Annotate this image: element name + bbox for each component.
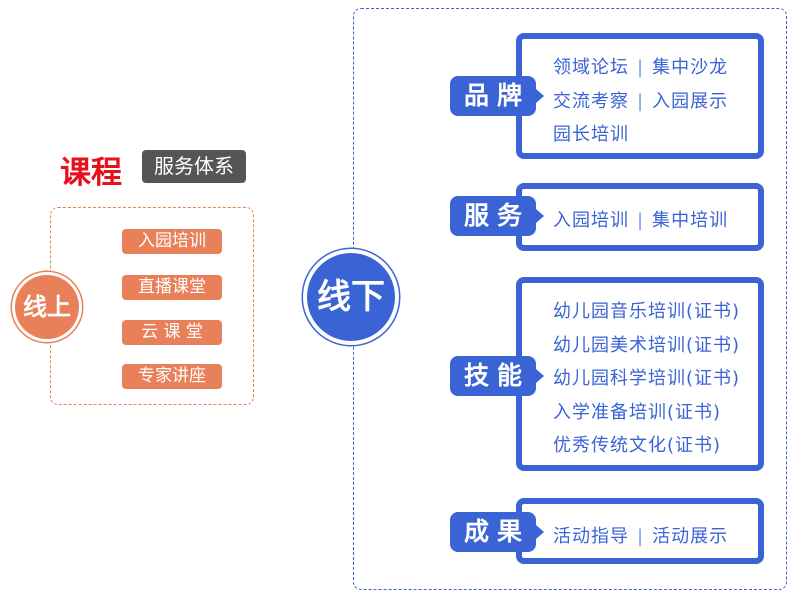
online-item: 入园培训 [122, 229, 222, 254]
online-item: 专家讲座 [122, 364, 222, 389]
separator: | [637, 210, 645, 231]
skill-line: 幼儿园科学培训(证书) [553, 368, 741, 389]
separator: | [637, 526, 645, 547]
brand-line: 交流考察 | 入园展示 [553, 87, 728, 113]
result-card [516, 498, 764, 564]
result-tab: 成果 [450, 512, 544, 552]
skill-line: 入学准备培训(证书) [553, 402, 722, 423]
item: 园长培训 [553, 124, 629, 145]
title-service-system: 服务体系 [142, 150, 246, 183]
brand-card [516, 33, 764, 159]
service-line: 入园培训 | 集中培训 [553, 206, 728, 232]
brand-line: 园长培训 [553, 120, 629, 146]
online-item: 直播课堂 [122, 275, 222, 300]
result-line: 活动指导 | 活动展示 [553, 522, 728, 548]
brand-line: 领域论坛 | 集中沙龙 [553, 53, 728, 79]
offline-badge: 线下 [307, 253, 395, 341]
online-item: 云 课 堂 [122, 320, 222, 345]
skill-line: 幼儿园音乐培训(证书) [553, 301, 741, 322]
item: 领域论坛 [553, 57, 629, 78]
skill-line: 优秀传统文化(证书) [553, 435, 722, 456]
item: 入园展示 [652, 91, 729, 112]
item: 集中沙龙 [652, 57, 729, 78]
item: 集中培训 [652, 210, 729, 231]
item: 入园培训 [553, 210, 629, 231]
title-course: 课程 [60, 155, 122, 191]
skill-line: 幼儿园美术培训(证书) [553, 335, 741, 356]
online-badge: 线上 [15, 275, 79, 339]
item: 活动展示 [652, 526, 729, 547]
item: 交流考察 [553, 91, 629, 112]
separator: | [637, 91, 645, 112]
separator: | [637, 57, 645, 78]
service-tab: 服务 [450, 196, 544, 236]
skill-tab: 技能 [450, 356, 544, 396]
brand-tab: 品牌 [450, 76, 544, 116]
item: 活动指导 [553, 526, 629, 547]
skill-card [516, 277, 764, 471]
